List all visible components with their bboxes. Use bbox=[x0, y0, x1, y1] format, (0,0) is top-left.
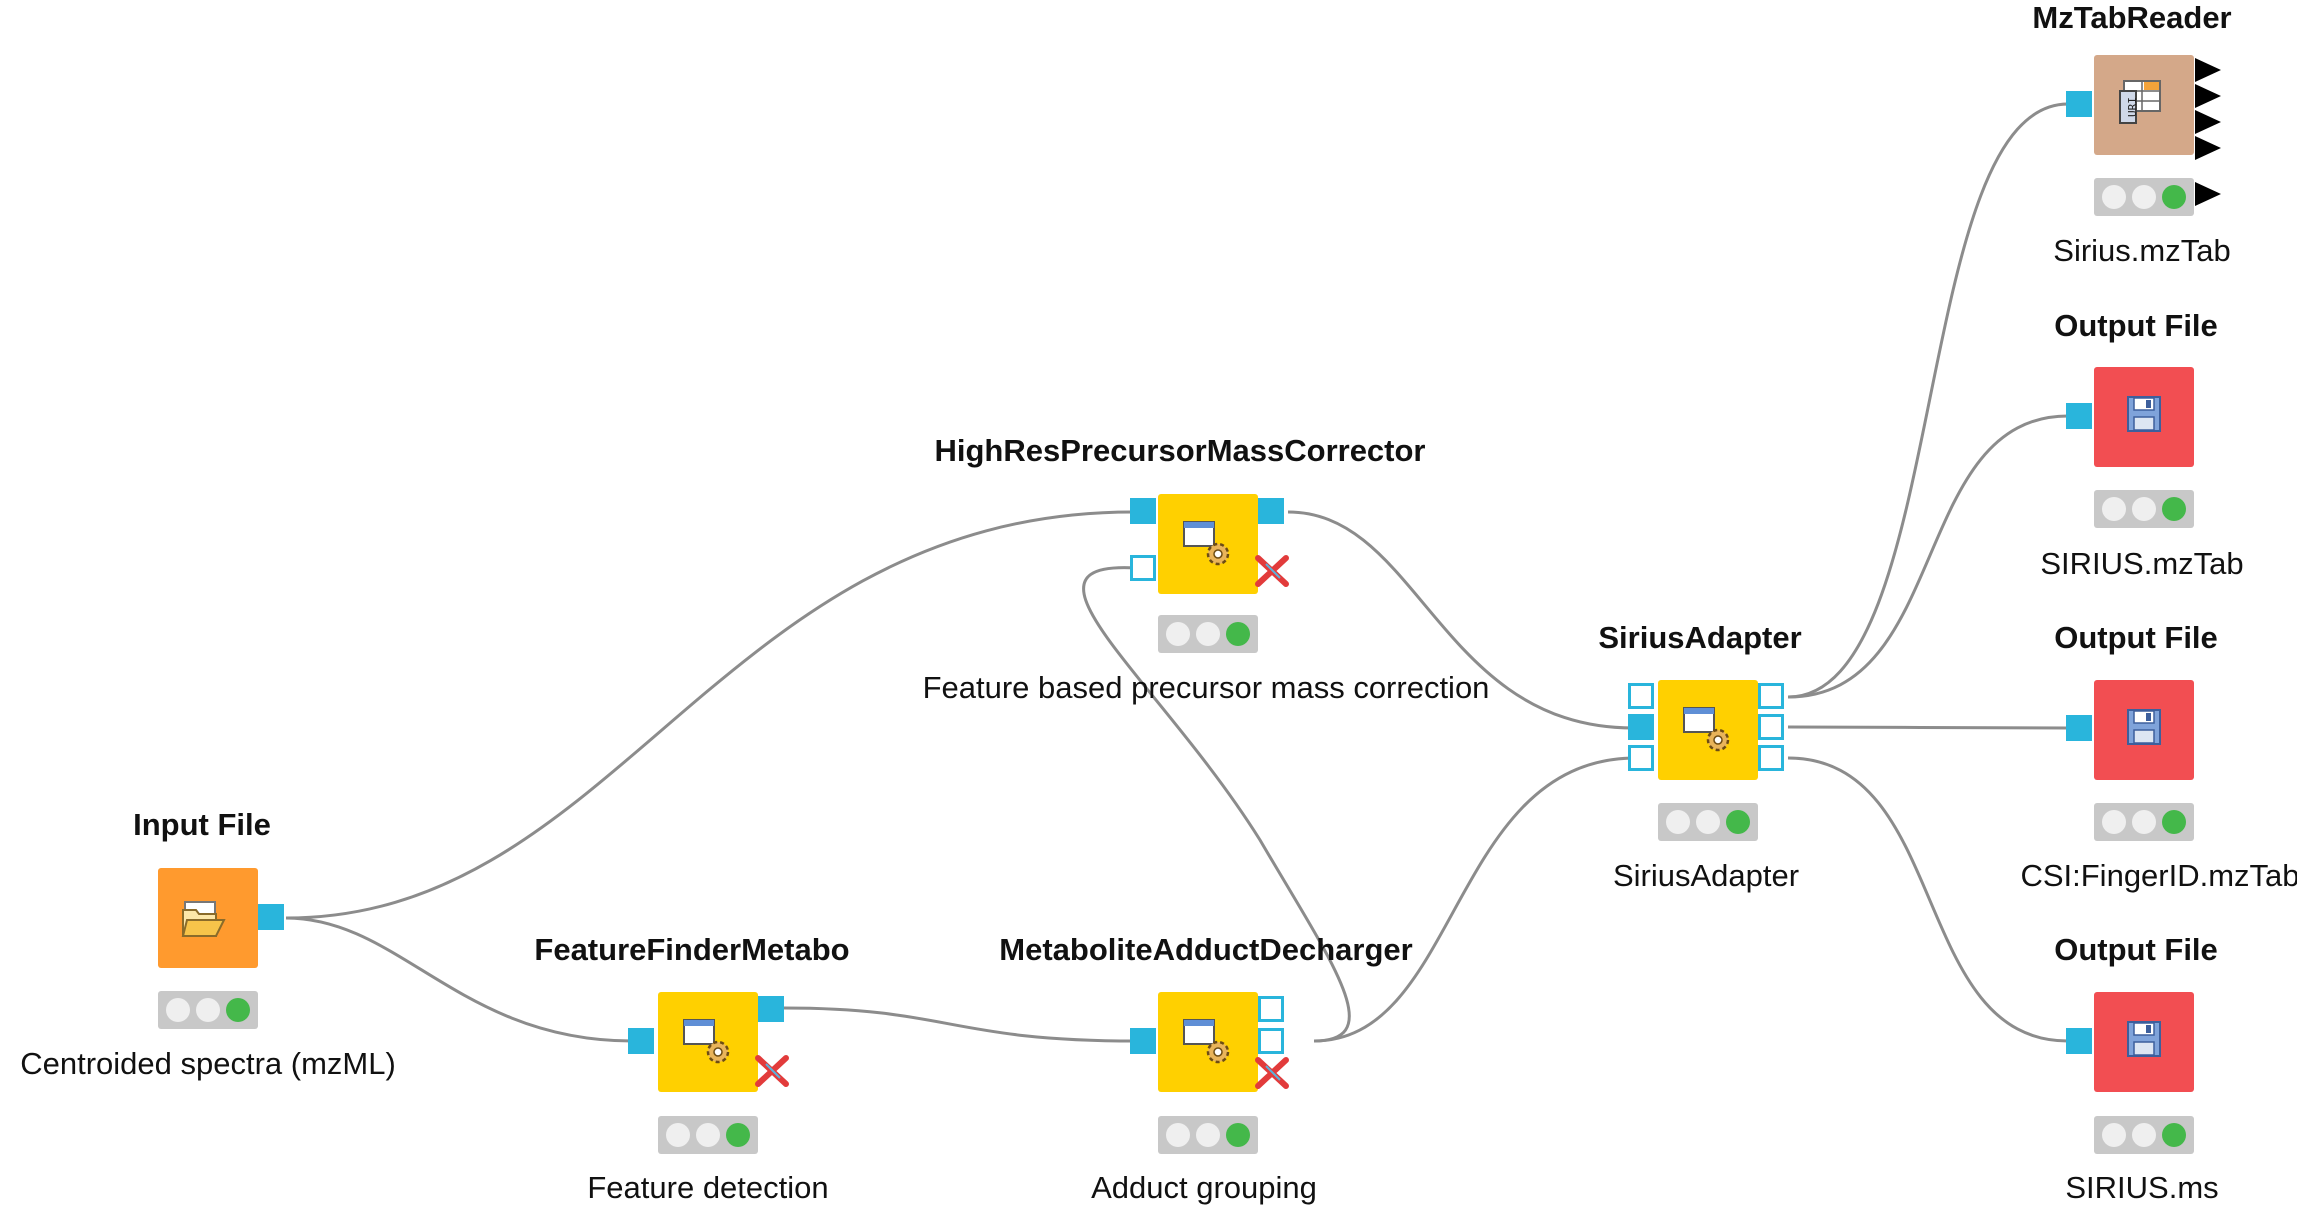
input-file-out-port[interactable] bbox=[258, 904, 284, 930]
decharger-node[interactable] bbox=[1158, 992, 1258, 1092]
input-file-node[interactable] bbox=[158, 868, 258, 968]
featurefinder-node[interactable] bbox=[658, 992, 758, 1092]
input-file-title: Input File bbox=[133, 807, 271, 842]
output-csi-mztab-title: Output File bbox=[2054, 620, 2218, 655]
featurefinder-label: Feature detection bbox=[587, 1170, 829, 1205]
output-sirius-mztab-in-port[interactable] bbox=[2066, 403, 2092, 429]
output-csi-mztab-label: CSI:FingerID.mzTab bbox=[2020, 858, 2297, 893]
featurefinder-out-port[interactable] bbox=[758, 996, 784, 1022]
table-uri-icon: URI bbox=[2119, 80, 2161, 124]
gear-window-icon bbox=[1683, 707, 1730, 752]
gear-window-icon bbox=[1183, 1019, 1230, 1064]
mztabreader-out-port-5[interactable] bbox=[2195, 182, 2221, 206]
featurefinder-title: FeatureFinderMetabo bbox=[534, 932, 850, 967]
floppy-disk-icon bbox=[2127, 1021, 2161, 1057]
output-sirius-ms-title: Output File bbox=[2054, 932, 2218, 967]
hrcorrector-status bbox=[1158, 615, 1258, 653]
error-cross-icon bbox=[1252, 550, 1292, 590]
mztabreader-out-port-2[interactable] bbox=[2195, 84, 2221, 108]
featurefinder-in-port[interactable] bbox=[628, 1028, 654, 1054]
floppy-disk-icon bbox=[2127, 709, 2161, 745]
hrcorrector-in-port-1[interactable] bbox=[1130, 498, 1156, 524]
input-file-status bbox=[158, 991, 258, 1029]
output-sirius-ms-node[interactable] bbox=[2094, 992, 2194, 1092]
folder-open-icon bbox=[181, 901, 226, 937]
sirius-out-port-3[interactable] bbox=[1758, 745, 1784, 771]
edge-sirius-to-output-csi-mztab bbox=[1787, 725, 2069, 730]
sirius-status bbox=[1658, 803, 1758, 841]
output-sirius-ms-label: SIRIUS.ms bbox=[2065, 1170, 2219, 1205]
edge-decharger-to-sirius bbox=[1313, 756, 1637, 1043]
output-sirius-mztab-title: Output File bbox=[2054, 308, 2218, 343]
edge-input-to-hrcorrector bbox=[285, 510, 1137, 920]
edge-sirius-to-mztabreader bbox=[1787, 102, 2069, 699]
error-cross-icon bbox=[752, 1050, 792, 1090]
output-sirius-ms-in-port[interactable] bbox=[2066, 1028, 2092, 1054]
decharger-label: Adduct grouping bbox=[1091, 1170, 1317, 1205]
decharger-status bbox=[1158, 1116, 1258, 1154]
output-sirius-ms-status bbox=[2094, 1116, 2194, 1154]
edge-featurefinder-to-decharger bbox=[783, 1006, 1137, 1043]
decharger-out-port-2[interactable] bbox=[1258, 1028, 1284, 1054]
output-csi-mztab-node[interactable] bbox=[2094, 680, 2194, 780]
output-sirius-mztab-status bbox=[2094, 490, 2194, 528]
output-sirius-mztab-label: SIRIUS.mzTab bbox=[2040, 546, 2244, 581]
mztabreader-out-port-1[interactable] bbox=[2195, 58, 2221, 82]
error-cross-icon bbox=[1252, 1052, 1292, 1092]
decharger-title: MetaboliteAdductDecharger bbox=[999, 932, 1413, 967]
hrcorrector-in-port-2[interactable] bbox=[1130, 555, 1156, 581]
svg-text:URI: URI bbox=[2126, 97, 2139, 117]
mztabreader-label: Sirius.mzTab bbox=[2053, 233, 2231, 268]
edge-decharger-to-hrcorrector bbox=[1082, 566, 1351, 1043]
sirius-node[interactable] bbox=[1658, 680, 1758, 780]
sirius-in-port-2[interactable] bbox=[1628, 714, 1654, 740]
edge-sirius-to-output-sirius-mztab bbox=[1787, 414, 2069, 699]
output-csi-mztab-status bbox=[2094, 803, 2194, 841]
mztabreader-status bbox=[2094, 178, 2194, 216]
gear-window-icon bbox=[1183, 521, 1230, 566]
mztabreader-node[interactable]: URI bbox=[2094, 55, 2194, 155]
featurefinder-status bbox=[658, 1116, 758, 1154]
gear-window-icon bbox=[683, 1019, 730, 1064]
edge-sirius-to-output-sirius-ms bbox=[1787, 756, 2069, 1043]
edge-input-to-featurefinder bbox=[285, 916, 633, 1043]
sirius-in-port-1[interactable] bbox=[1628, 683, 1654, 709]
edge-hrcorrector-to-sirius bbox=[1287, 510, 1637, 730]
hrcorrector-label: Feature based precursor mass correction bbox=[922, 670, 1490, 705]
mztabreader-out-port-4[interactable] bbox=[2195, 136, 2221, 160]
decharger-out-port-1[interactable] bbox=[1258, 996, 1284, 1022]
sirius-in-port-3[interactable] bbox=[1628, 745, 1654, 771]
floppy-disk-icon bbox=[2127, 396, 2161, 432]
sirius-label: SiriusAdapter bbox=[1612, 858, 1800, 893]
mztabreader-in-port[interactable] bbox=[2066, 91, 2092, 117]
decharger-in-port[interactable] bbox=[1130, 1028, 1156, 1054]
input-file-label: Centroided spectra (mzML) bbox=[20, 1046, 396, 1081]
output-csi-mztab-in-port[interactable] bbox=[2066, 715, 2092, 741]
output-sirius-mztab-node[interactable] bbox=[2094, 367, 2194, 467]
mztabreader-out-port-3[interactable] bbox=[2195, 110, 2221, 134]
hrcorrector-out-port[interactable] bbox=[1258, 498, 1284, 524]
hrcorrector-title: HighResPrecursorMassCorrector bbox=[934, 433, 1426, 468]
sirius-title: SiriusAdapter bbox=[1598, 620, 1802, 655]
sirius-out-port-2[interactable] bbox=[1758, 714, 1784, 740]
mztabreader-title: MzTabReader bbox=[2032, 0, 2232, 35]
hrcorrector-node[interactable] bbox=[1158, 494, 1258, 594]
sirius-out-port-1[interactable] bbox=[1758, 683, 1784, 709]
